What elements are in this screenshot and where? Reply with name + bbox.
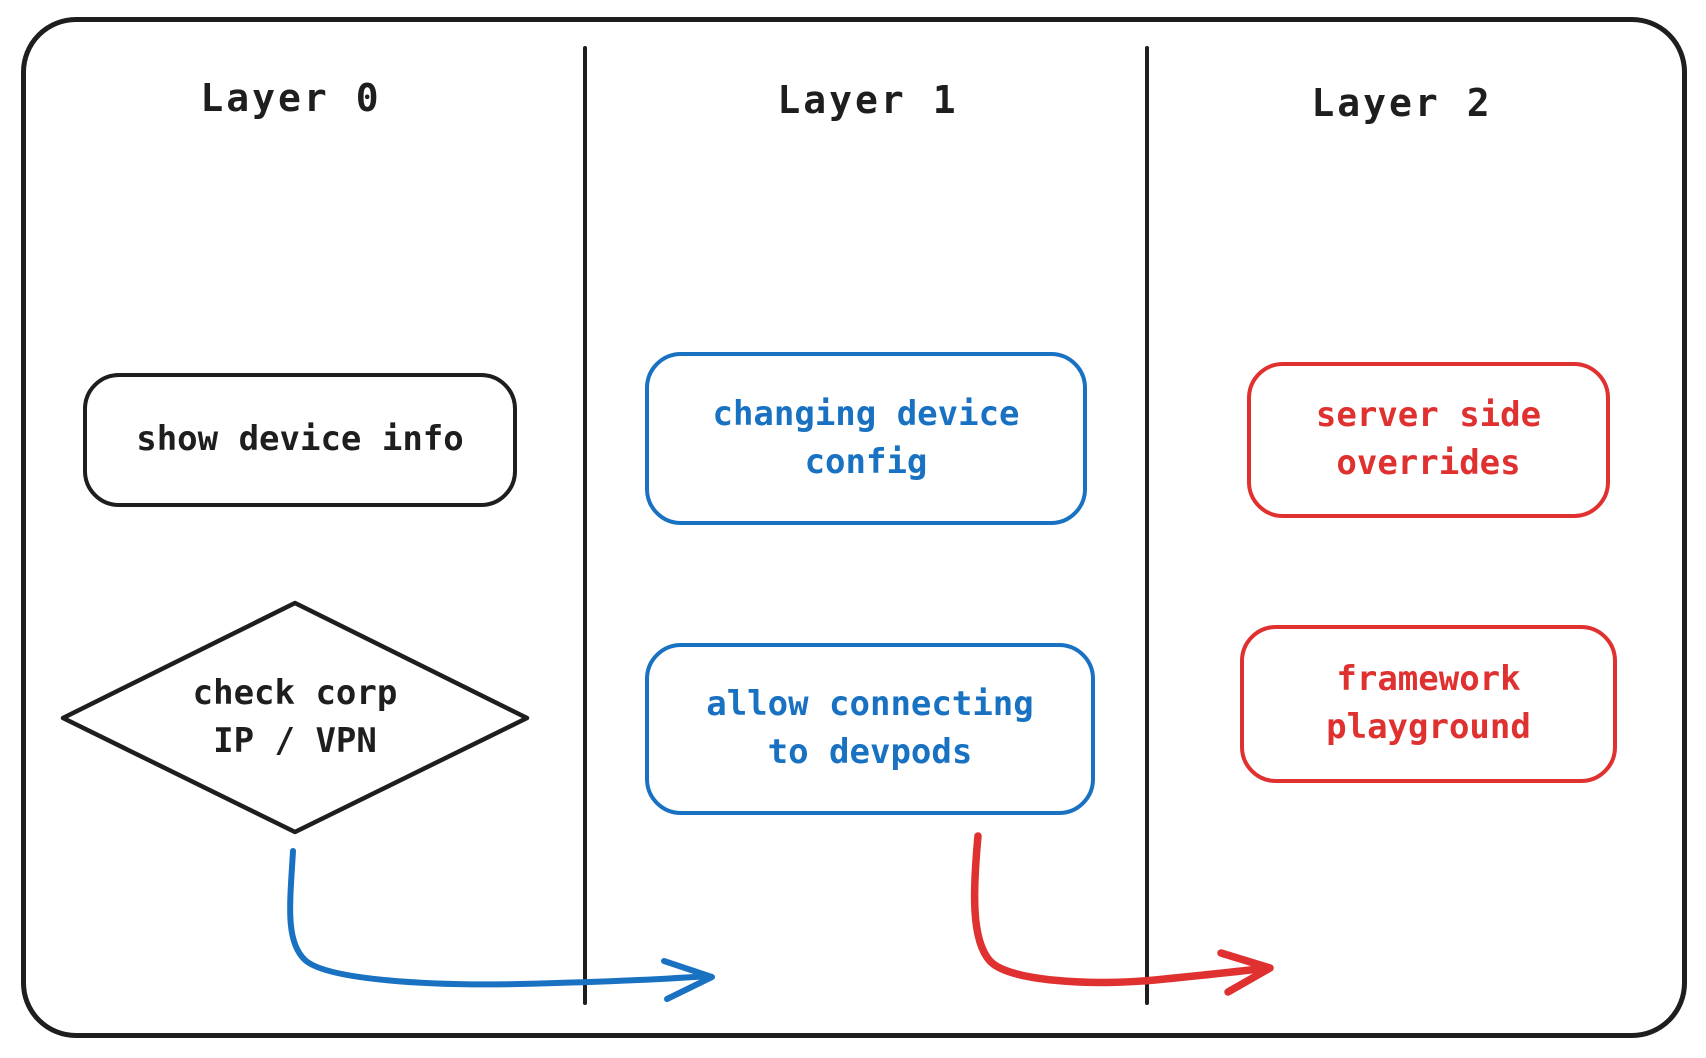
node-framework-playground-label: framework playground [1326,656,1531,751]
column-header-layer-0: Layer 0 [200,76,382,120]
column-header-layer-1: Layer 1 [777,78,959,122]
node-server-side-overrides: server side overrides [1247,362,1610,518]
node-show-device-info-label: show device info [136,419,464,460]
node-show-device-info: show device info [83,373,517,507]
node-changing-device-config-label: changing device config [712,391,1019,486]
column-divider-1 [583,46,587,1005]
framework-line-2: playground [1326,707,1531,747]
node-framework-playground: framework playground [1240,625,1617,783]
changing-device-line-1: changing device [712,393,1020,434]
framework-line-1: framework [1336,659,1521,700]
allow-connecting-line-1: allow connecting [706,684,1034,725]
decision-line-1: check corp [192,673,398,714]
decision-label-text: check corp IP / VPN [193,670,398,765]
decision-line-2: IP / VPN [213,721,377,761]
node-allow-connecting-to-devpods: allow connecting to devpods [645,643,1095,815]
column-divider-2 [1145,46,1149,1005]
node-allow-connecting-label: allow connecting to devpods [706,681,1034,776]
node-server-side-overrides-label: server side overrides [1316,392,1541,487]
server-side-line-1: server side [1315,395,1542,436]
node-changing-device-config: changing device config [645,352,1087,525]
server-side-line-2: overrides [1336,443,1521,483]
allow-connecting-line-2: to devpods [767,732,973,772]
column-header-layer-2: Layer 2 [1311,81,1493,125]
changing-device-line-2: config [804,441,928,482]
outer-frame [21,17,1687,1038]
node-check-corp-ip-vpn-label: check corp IP / VPN [165,650,425,786]
